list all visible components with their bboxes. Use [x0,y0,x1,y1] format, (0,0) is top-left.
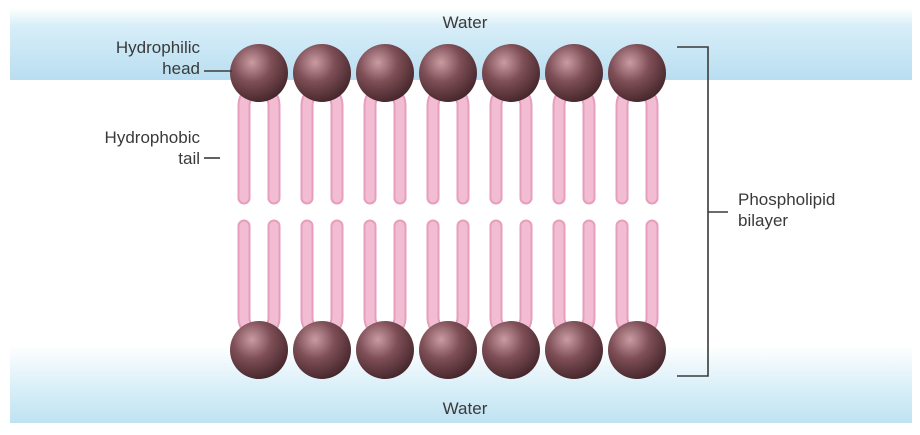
hydrophobic-tail-label-line2: tail [50,148,200,169]
top-head-5 [482,44,540,102]
top-tail-6 [559,90,589,198]
bottom-head-3 [356,321,414,379]
hydrophilic-head-label-line2: head [60,58,200,79]
top-tail-1 [244,90,274,198]
top-tail-5 [496,90,526,198]
hydrophilic-head-label: Hydrophilic head [60,37,200,79]
water-label-bottom: Water [405,398,525,419]
hydrophobic-tail-label-line1: Hydrophobic [50,127,200,148]
bottom-tail-6 [559,226,589,333]
top-head-2 [293,44,351,102]
bottom-tail-3 [370,226,400,333]
top-tail-7 [622,90,652,198]
hydrophilic-head-label-line1: Hydrophilic [60,37,200,58]
bottom-tail-4 [433,226,463,333]
phospholipid-bilayer-label-line2: bilayer [738,210,898,231]
bottom-tail-1 [244,226,274,333]
hydrophobic-tail-label: Hydrophobic tail [50,127,200,169]
phospholipid-bilayer-label: Phospholipid bilayer [738,189,898,231]
bottom-head-5 [482,321,540,379]
bottom-tail-7 [622,226,652,333]
top-tail-4 [433,90,463,198]
top-head-1 [230,44,288,102]
bottom-head-2 [293,321,351,379]
bottom-tail-2 [307,226,337,333]
top-tail-2 [307,90,337,198]
bottom-tail-5 [496,226,526,333]
bilayer-bracket [677,47,708,376]
water-label-top: Water [405,12,525,33]
top-head-4 [419,44,477,102]
top-tail-3 [370,90,400,198]
bottom-head-7 [608,321,666,379]
top-head-3 [356,44,414,102]
bottom-head-6 [545,321,603,379]
phospholipid-bilayer-label-line1: Phospholipid [738,189,898,210]
bottom-head-4 [419,321,477,379]
top-head-7 [608,44,666,102]
bottom-head-1 [230,321,288,379]
top-head-6 [545,44,603,102]
